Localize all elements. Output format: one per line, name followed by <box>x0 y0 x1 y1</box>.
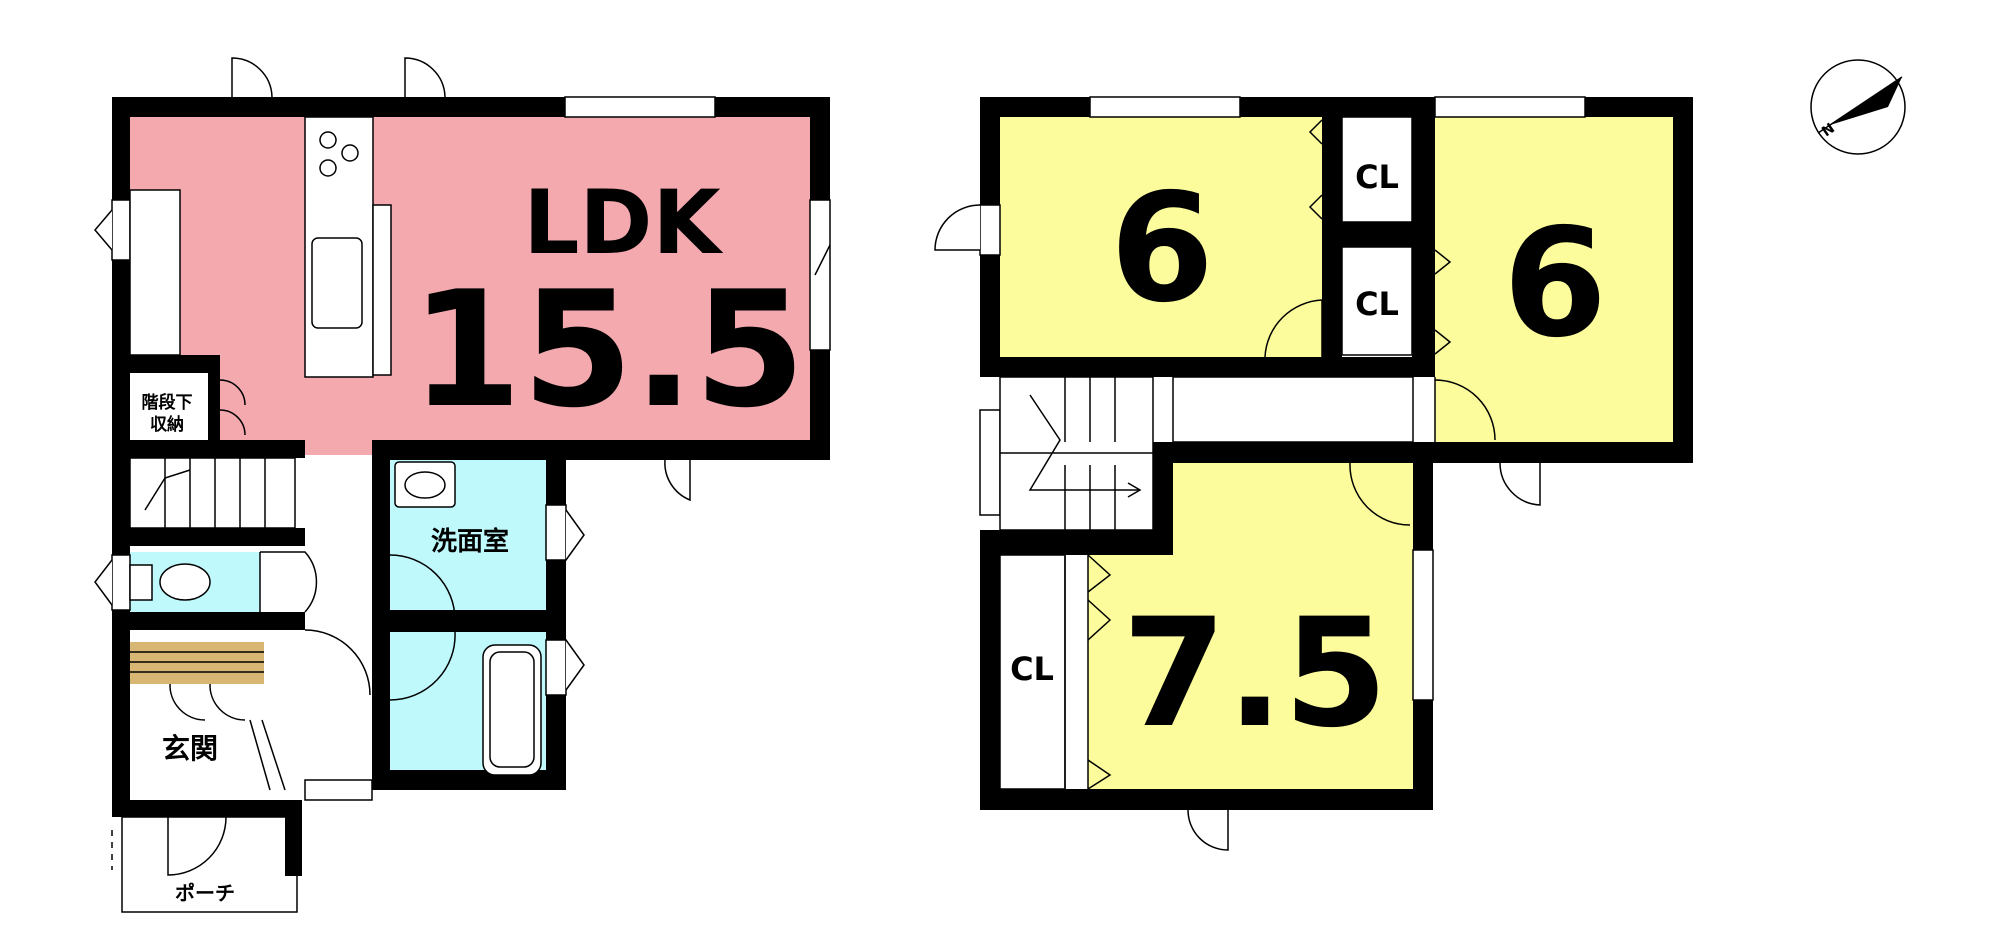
closet-a-area <box>1341 116 1413 223</box>
door-swing <box>1499 462 1541 506</box>
storage-label-line2: 収納 <box>150 414 184 435</box>
closet-c-label: CL <box>1010 650 1054 688</box>
bedroom-a-size: 6 <box>1110 162 1214 336</box>
stove-burner <box>341 144 359 162</box>
closet-c-door <box>1087 554 1112 790</box>
wall <box>1322 97 1342 377</box>
floor-1: LDK 15.5 階段下 収納 洗面室 玄関 ポーチ <box>94 57 831 913</box>
wall <box>980 530 1173 555</box>
bathtub <box>482 644 542 776</box>
wall <box>112 97 830 117</box>
kitchen-counter <box>304 116 374 378</box>
stairs <box>129 457 296 529</box>
window <box>111 554 131 611</box>
wall <box>1412 97 1435 377</box>
wall <box>980 357 1435 377</box>
kitchen-side-counter <box>372 204 392 376</box>
bathtub-inner <box>489 651 535 768</box>
storage-label-line1: 階段下 <box>142 392 193 413</box>
porch-outline <box>121 816 298 913</box>
stove-burner <box>319 159 337 177</box>
wash-basin <box>394 461 456 508</box>
vent <box>94 559 113 606</box>
wall <box>390 610 566 632</box>
door-swing <box>404 57 446 98</box>
closet-a-label: CL <box>1355 158 1399 196</box>
toilet-door <box>260 551 318 613</box>
closet-b-area <box>1341 246 1413 356</box>
hallway <box>1172 376 1414 443</box>
basin-bowl <box>404 471 446 499</box>
kitchen-sink <box>311 237 363 329</box>
window <box>545 504 567 561</box>
vent <box>565 509 585 561</box>
wall <box>372 440 390 790</box>
vent <box>565 639 585 691</box>
ldk-size: 15.5 <box>411 256 806 443</box>
bedroom-b-size: 6 <box>1503 197 1607 371</box>
door-swing <box>934 204 981 251</box>
window <box>545 639 567 696</box>
bedroom-c-door <box>1349 462 1411 526</box>
bedroom-b-door <box>1434 379 1496 441</box>
window <box>1089 96 1241 118</box>
shoe-shelf-lines <box>130 651 264 673</box>
vent <box>814 244 831 276</box>
hall-door-swing <box>304 629 371 696</box>
closet-a-door <box>1308 119 1323 220</box>
bath-door <box>389 631 456 701</box>
wall <box>130 612 305 630</box>
entrance-cabinet <box>129 189 181 356</box>
window <box>1434 96 1586 118</box>
wall <box>1153 442 1173 547</box>
bedroom-c-size: 7.5 <box>1122 587 1388 761</box>
wall <box>980 789 1433 810</box>
toilet-bowl <box>159 563 211 601</box>
shoe-shelf <box>130 642 264 684</box>
wall <box>1673 97 1693 462</box>
wall <box>980 530 1000 810</box>
wall <box>285 800 302 876</box>
stove-burner <box>319 131 337 149</box>
closet-b-door <box>1434 249 1452 355</box>
vent <box>94 209 113 251</box>
storage-door <box>219 379 246 436</box>
window <box>1412 549 1434 701</box>
bedroom-a <box>1000 117 1322 357</box>
door-swing <box>231 57 273 98</box>
porch-label: ポーチ <box>175 881 235 905</box>
wall <box>130 528 305 546</box>
entrance-label: 玄関 <box>162 732 218 765</box>
window <box>979 409 1001 516</box>
ldk-area <box>130 117 810 455</box>
door-swing <box>1187 809 1229 851</box>
bedroom-b <box>1435 117 1673 442</box>
toilet-tank <box>129 564 153 601</box>
ldk-label: LDK <box>523 171 723 274</box>
wall <box>375 440 830 460</box>
floor-2: 6 6 7.5 CL CL CL <box>934 96 1693 851</box>
compass: N <box>1810 59 1906 155</box>
washroom-door <box>389 554 456 621</box>
wall <box>208 355 220 445</box>
wall <box>112 800 297 817</box>
bedroom-a-door <box>1264 299 1323 358</box>
wall <box>130 440 305 458</box>
window <box>304 779 373 801</box>
window <box>564 96 716 118</box>
washroom-label: 洗面室 <box>431 526 509 557</box>
door-swing <box>664 459 691 502</box>
window <box>979 204 1001 256</box>
wall <box>112 97 130 817</box>
wall <box>130 355 220 373</box>
closet-b-label: CL <box>1355 285 1399 323</box>
entrance-door-swing <box>169 683 246 721</box>
window <box>809 199 831 351</box>
wall <box>1342 222 1412 247</box>
window <box>111 199 131 261</box>
stairs <box>999 376 1154 531</box>
entry-door <box>167 816 227 876</box>
